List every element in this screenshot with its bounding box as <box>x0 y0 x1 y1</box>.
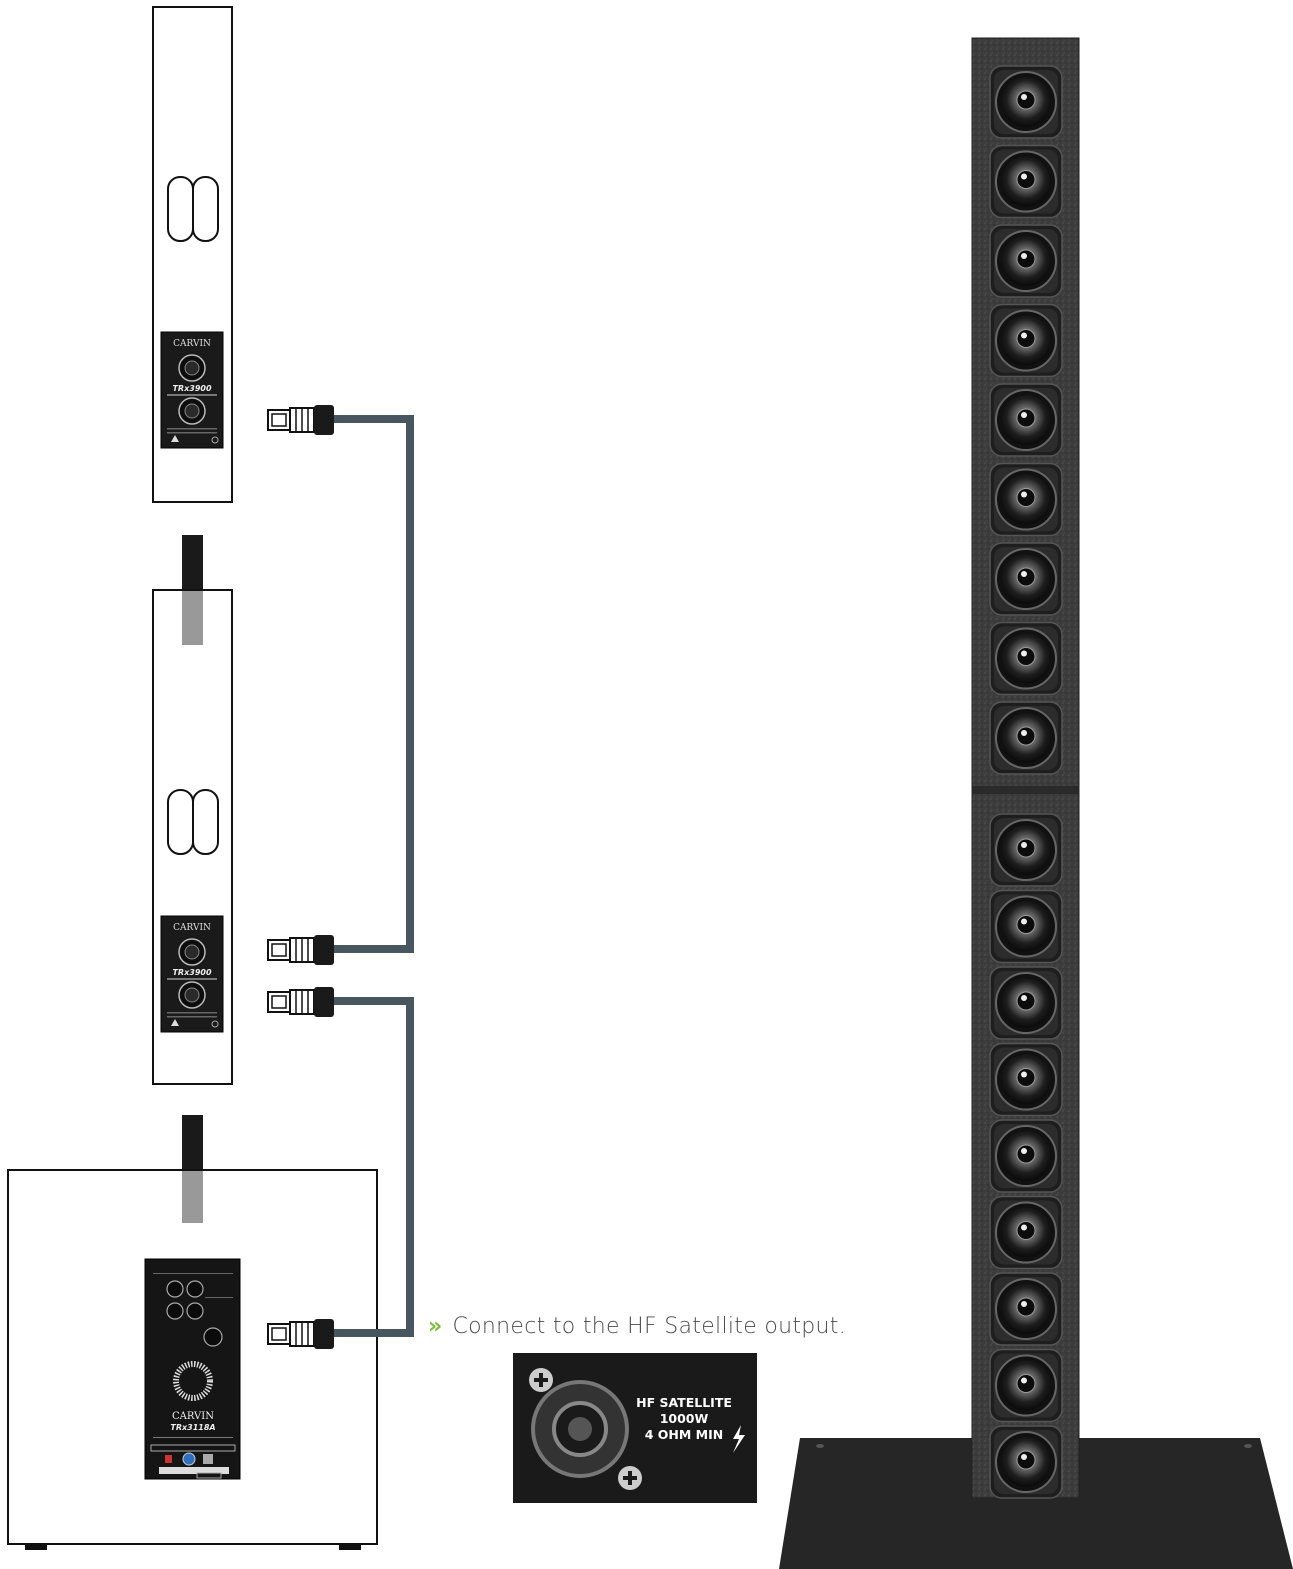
sub-model-label: TRx3118A <box>170 1423 215 1432</box>
speakon-connector-1 <box>267 404 335 436</box>
hf-panel-line-1: HF SATELLITE <box>636 1395 732 1410</box>
woofer-driver <box>989 621 1063 696</box>
coupler-bar-2 <box>182 1115 203 1223</box>
woofer-driver <box>989 383 1063 457</box>
input-panel-middle: CARVIN TRx3900 <box>160 915 224 1033</box>
woofer-driver <box>989 1348 1063 1423</box>
woofer-driver <box>989 1272 1063 1346</box>
input-panel-top: CARVIN TRx3900 <box>160 331 224 449</box>
model-label: TRx3900 <box>172 384 211 393</box>
woofer-driver <box>989 303 1063 378</box>
woofer-driver <box>989 542 1063 616</box>
woofer-driver <box>989 1042 1063 1117</box>
hf-panel-line-3: 4 OHM MIN <box>645 1427 723 1442</box>
handle-slot-left <box>167 176 194 242</box>
woofer-driver <box>989 224 1063 298</box>
hf-satellite-output-panel: HF SATELLITE 1000W 4 OHM MIN <box>513 1353 757 1503</box>
woofer-driver <box>989 1425 1063 1499</box>
lightning-icon <box>733 1425 745 1453</box>
woofer-driver <box>989 966 1063 1040</box>
sub-foot-right <box>339 1543 361 1550</box>
cable-top-to-middle <box>334 415 414 953</box>
speakon-connector-2 <box>267 934 335 966</box>
woofer-driver <box>989 889 1063 964</box>
woofer-driver <box>989 144 1063 219</box>
woofer-driver <box>989 65 1063 139</box>
stand-base <box>779 1438 1293 1569</box>
satellite-cabinet-top: CARVIN TRx3900 <box>152 6 233 503</box>
amp-panel: CARVIN TRx3118A <box>144 1258 241 1480</box>
sub-brand-label: CARVIN <box>172 1411 214 1422</box>
bullet-arrow-icon: » <box>428 1314 443 1339</box>
woofer-driver <box>989 1195 1063 1270</box>
sub-foot-left <box>25 1543 47 1550</box>
satellite-cabinet-middle: CARVIN TRx3900 <box>152 589 233 1085</box>
subwoofer-cabinet: CARVIN TRx3118A <box>7 1169 378 1550</box>
line-array-column <box>779 37 1293 1569</box>
brand-label: CARVIN <box>173 339 211 349</box>
woofer-driver <box>989 1119 1063 1193</box>
woofer-driver <box>989 813 1063 887</box>
model-label: TRx3900 <box>172 968 211 977</box>
hf-panel-line-2: 1000W <box>660 1411 709 1426</box>
handle-slot-left <box>167 789 194 855</box>
brand-label: CARVIN <box>173 923 211 933</box>
screw-icon <box>618 1466 642 1490</box>
handle-slot-right <box>192 176 219 242</box>
instruction-text: Connect to the HF Satellite output. <box>452 1314 846 1339</box>
cable-middle-to-sub <box>334 997 414 1337</box>
woofer-driver <box>989 701 1063 775</box>
woofer-driver <box>989 462 1063 537</box>
speakon-connector-4 <box>267 1318 335 1350</box>
handle-slot-right <box>192 789 219 855</box>
speakon-connector-3 <box>267 986 335 1018</box>
screw-icon <box>529 1368 553 1392</box>
instruction-caption: » Connect to the HF Satellite output. <box>428 1314 846 1339</box>
